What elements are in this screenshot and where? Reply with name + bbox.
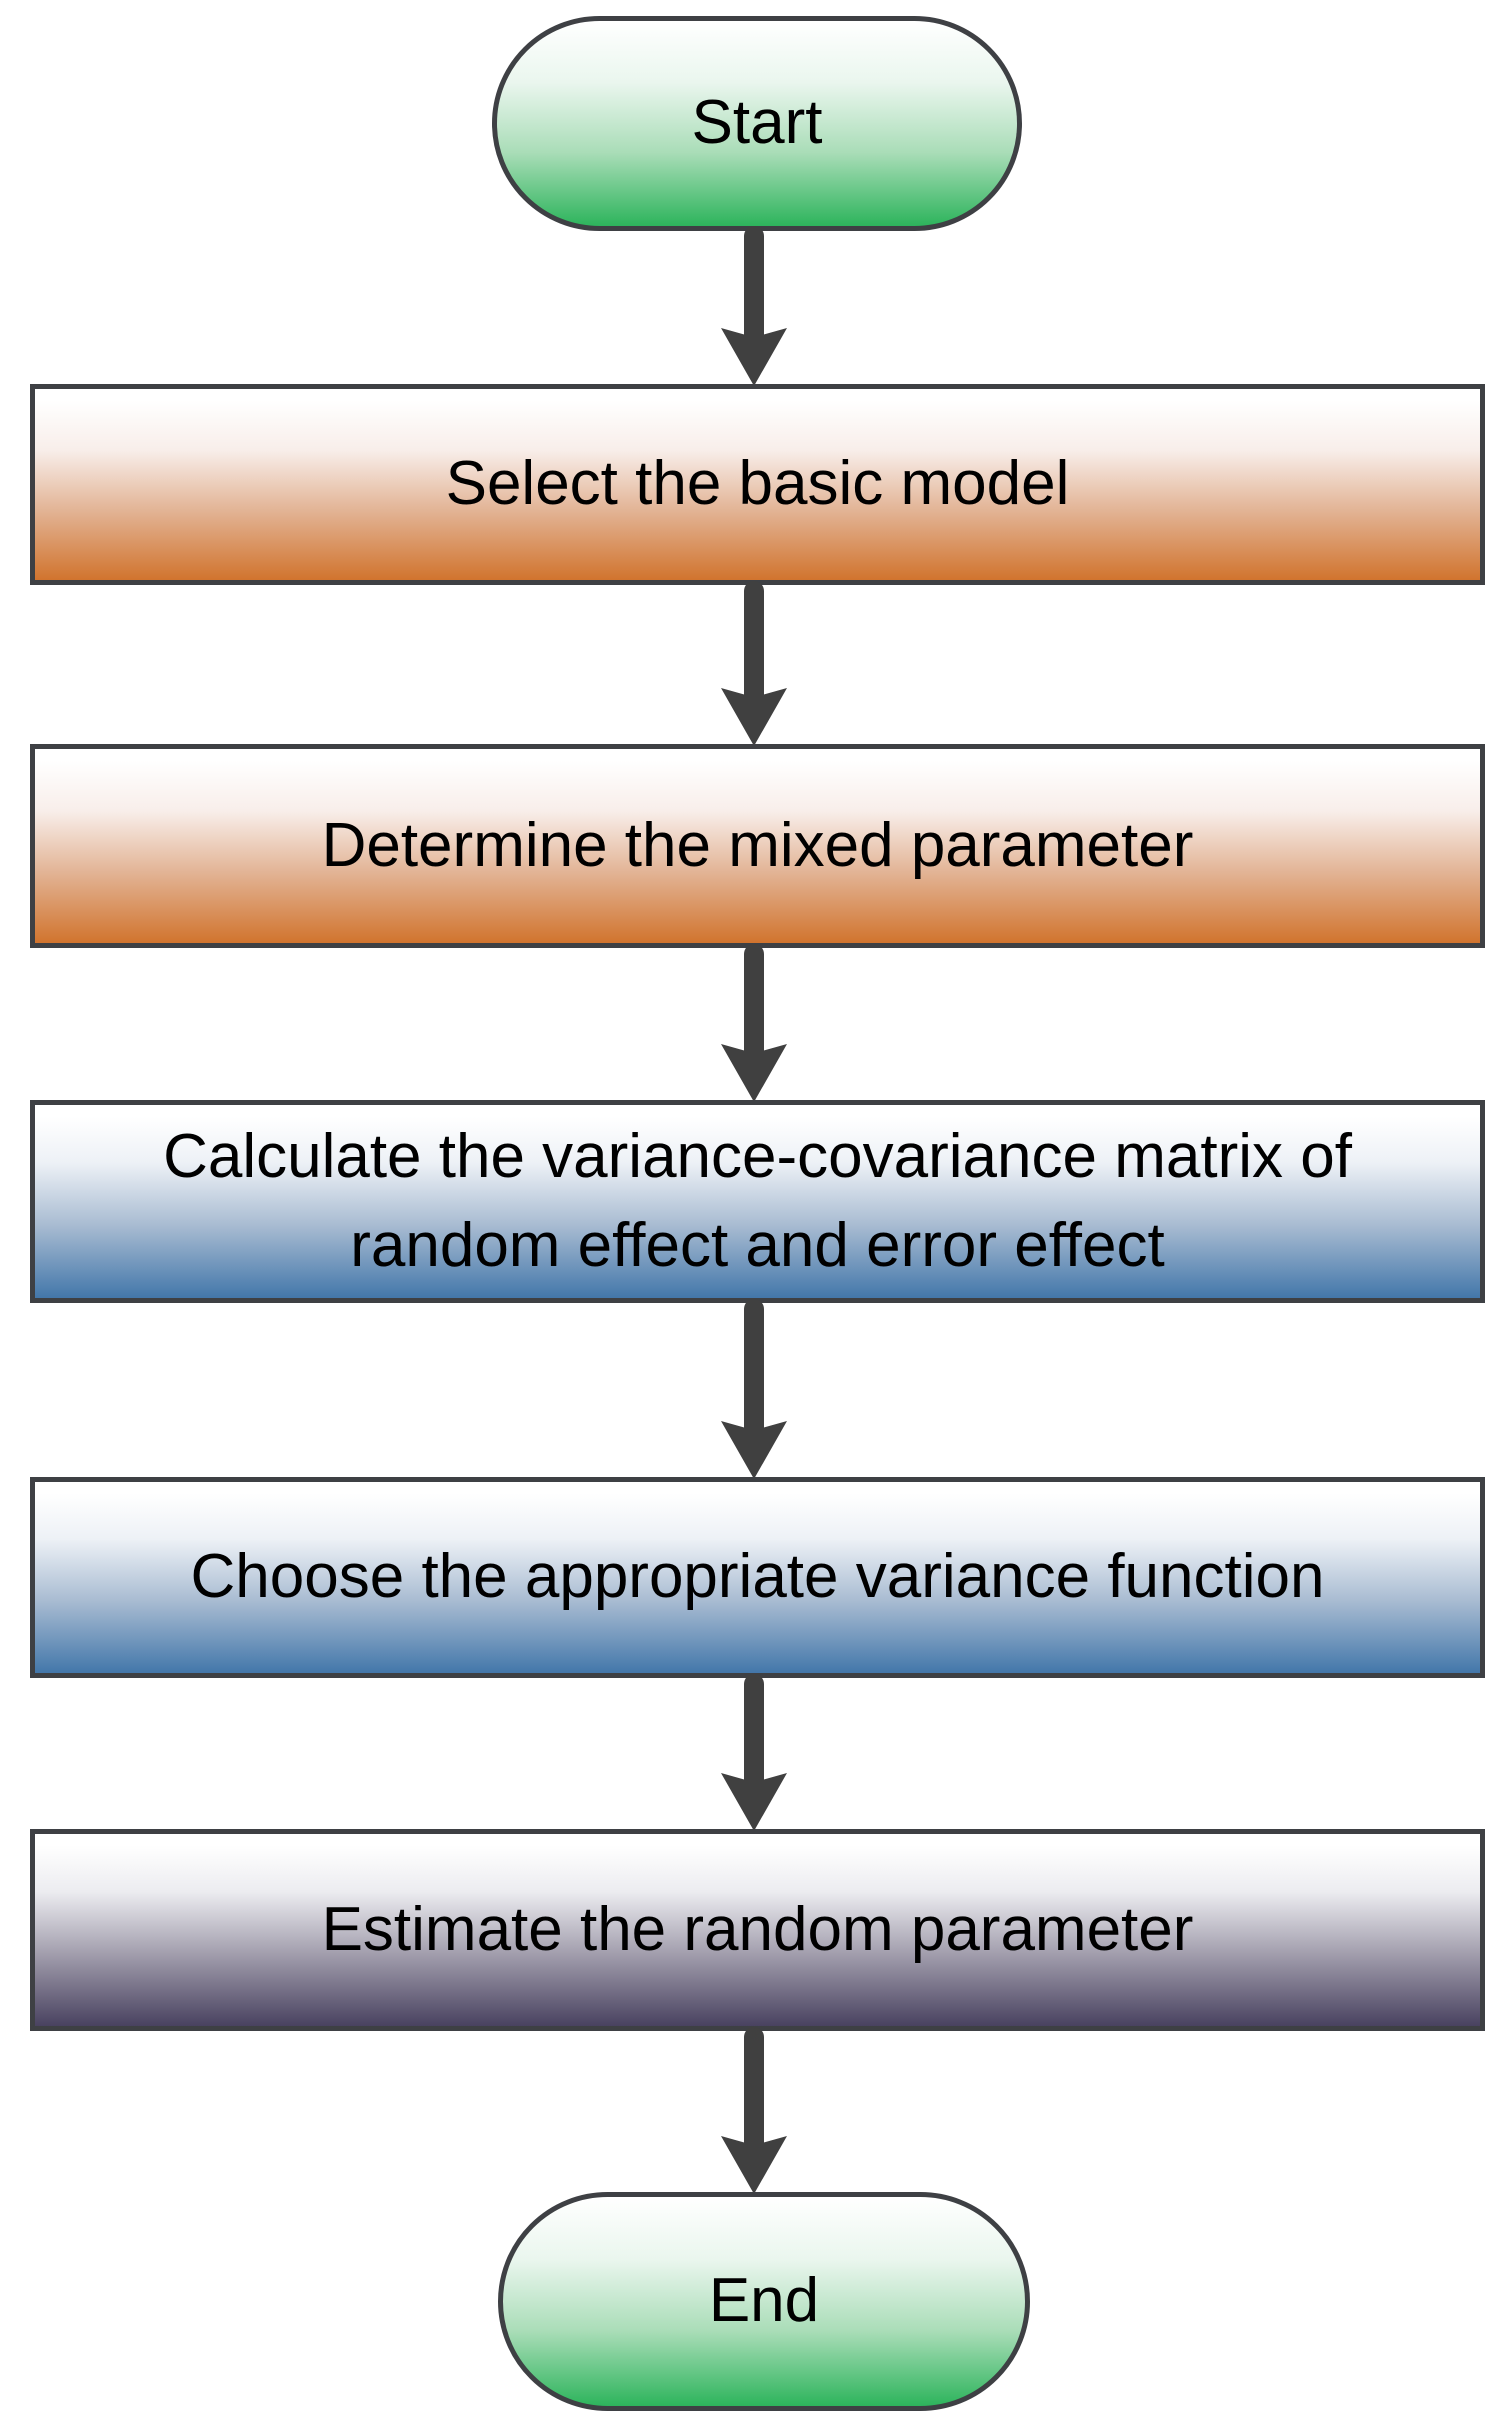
arrow-shaft bbox=[744, 226, 764, 340]
flow-arrow-2 bbox=[721, 581, 787, 746]
node-step-3-label: Calculate the variance-covariance matrix… bbox=[163, 1122, 1352, 1280]
arrow-shaft bbox=[744, 2027, 764, 2148]
arrow-shaft bbox=[744, 1674, 764, 1785]
flow-arrow-1 bbox=[721, 226, 787, 386]
node-step-5: Estimate the random parameter bbox=[30, 1829, 1485, 2031]
node-step-3: Calculate the variance-covariance matrix… bbox=[30, 1100, 1485, 1303]
arrow-shaft bbox=[744, 944, 764, 1056]
flow-arrow-3 bbox=[721, 944, 787, 1102]
node-step-5-label: Estimate the random parameter bbox=[321, 1894, 1194, 1964]
node-start-label: Start bbox=[691, 88, 823, 158]
node-step-4: Choose the appropriate variance function bbox=[30, 1477, 1485, 1678]
node-step-1-label: Select the basic model bbox=[445, 449, 1070, 519]
node-step-2: Determine the mixed parameter bbox=[30, 744, 1485, 948]
node-end-label: End bbox=[708, 2266, 820, 2336]
node-step-1: Select the basic model bbox=[30, 384, 1485, 585]
flow-arrow-4 bbox=[721, 1299, 787, 1479]
node-start: Start bbox=[492, 16, 1022, 231]
flow-arrow-6 bbox=[721, 2027, 787, 2194]
node-end: End bbox=[498, 2192, 1030, 2411]
node-step-4-label: Choose the appropriate variance function bbox=[190, 1542, 1325, 1612]
arrow-shaft bbox=[744, 1299, 764, 1433]
flow-arrow-5 bbox=[721, 1674, 787, 1831]
node-step-2-label: Determine the mixed parameter bbox=[321, 810, 1194, 880]
arrow-shaft bbox=[744, 581, 764, 700]
